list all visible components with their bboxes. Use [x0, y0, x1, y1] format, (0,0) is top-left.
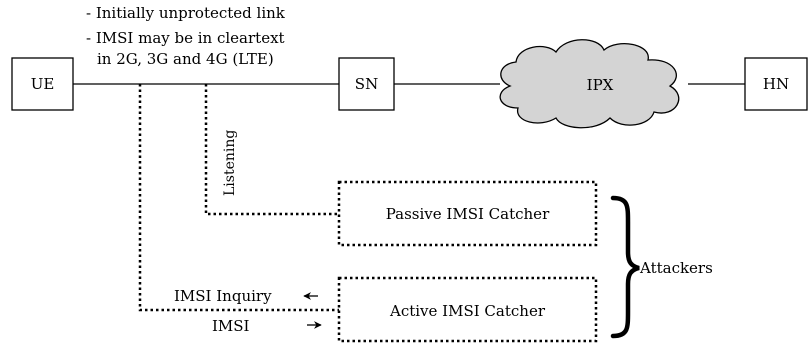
note-generations: in 2G, 3G and 4G (LTE): [97, 50, 274, 68]
passive-imsi-catcher: Passive IMSI Catcher: [337, 180, 598, 247]
node-ue-box: [11, 57, 74, 111]
listening-label: Listening: [222, 130, 238, 196]
node-sn-box: [338, 57, 395, 111]
note-imsi-cleartext: - IMSI may be in cleartext: [86, 29, 285, 47]
active-attack-line: [138, 84, 339, 312]
imsi-response-label: IMSI: [212, 317, 250, 335]
ipx-cloud-icon: [499, 39, 680, 129]
passive-catcher-box: [337, 180, 598, 247]
attackers-label: Attackers: [639, 259, 713, 277]
note-unprotected-link: - Initially unprotected link: [86, 4, 286, 22]
imsi-inquiry-label: IMSI Inquiry: [174, 287, 272, 305]
node-sn-label: SN: [355, 75, 378, 93]
attackers-brace: [610, 195, 640, 339]
node-hn-box: [744, 57, 808, 111]
active-catcher-label: Active IMSI Catcher: [389, 302, 546, 320]
active-imsi-catcher: Active IMSI Catcher: [337, 276, 598, 343]
node-ue-label: UE: [31, 75, 55, 93]
active-catcher-box: [337, 276, 598, 343]
node-hn-label: HN: [763, 75, 789, 93]
node-ipx: IPX: [499, 39, 680, 129]
node-sn: SN: [338, 57, 395, 111]
node-ipx-label: IPX: [587, 76, 614, 94]
passive-catcher-label: Passive IMSI Catcher: [386, 205, 550, 223]
node-ue: UE: [11, 57, 74, 111]
node-hn: HN: [744, 57, 808, 111]
